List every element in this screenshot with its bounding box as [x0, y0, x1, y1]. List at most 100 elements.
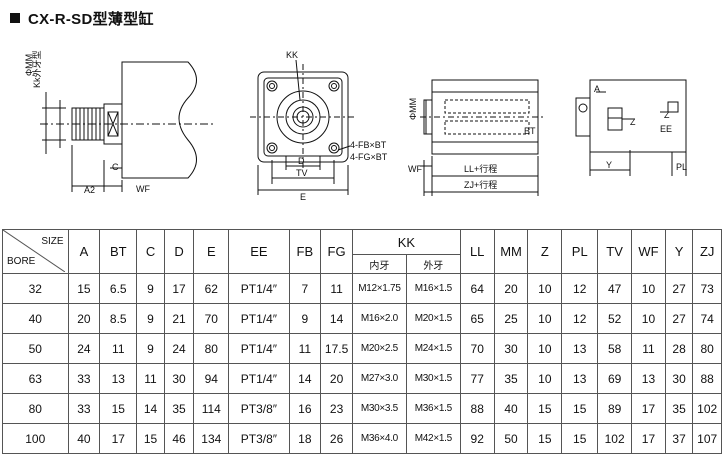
table-cell-fb: 9: [288, 303, 322, 334]
label-side-wf: WF: [136, 184, 150, 194]
label-front-tv: TV: [296, 168, 308, 178]
table-cell-ll: 64: [459, 273, 495, 304]
table-cell-tv: 102: [597, 423, 633, 454]
label-end-pl: PL: [676, 162, 687, 172]
table-cell-bore: 100: [2, 423, 69, 454]
table-cell-c: 9: [136, 333, 165, 364]
table-cell-kk-out: M36×1.5: [405, 393, 461, 424]
side-view-drawing: [40, 61, 215, 192]
table-cell-tv: 47: [597, 273, 633, 304]
label-side-kk: Kk外牙型: [31, 50, 42, 88]
col-header-ee: EE: [228, 229, 290, 274]
table-cell-wf: 10: [631, 273, 666, 304]
table-cell-a: 24: [67, 333, 101, 364]
table-cell-pl: 15: [561, 393, 599, 424]
table-cell-z: 15: [527, 423, 563, 454]
label-end-y: Y: [606, 160, 612, 170]
corner-size-label: SIZE: [41, 236, 64, 247]
label-side-a2: A2: [84, 185, 95, 195]
technical-drawing: ΦMM Kk外牙型 C A2 WF KK 4-FB×BT 4-FG×BT D T…: [24, 50, 687, 202]
table-cell-y: 28: [664, 333, 694, 364]
table-cell-fg: 17.5: [320, 333, 353, 364]
table-cell-bt: 17: [99, 423, 138, 454]
table-cell-y: 37: [664, 423, 694, 454]
table-cell-kk-in: M20×2.5: [351, 333, 407, 364]
table-cell-d: 17: [163, 273, 195, 304]
col-header-ll: LL: [459, 229, 495, 274]
table-cell-zj: 74: [692, 303, 722, 334]
table-cell-y: 27: [664, 303, 694, 334]
table-cell-y: 27: [664, 273, 694, 304]
end-view-drawing: [575, 79, 687, 176]
body-view-drawing: [420, 79, 545, 196]
col-header-fg: FG: [320, 229, 353, 274]
table-cell-tv: 58: [597, 333, 633, 364]
table-cell-mm: 20: [493, 273, 529, 304]
table-cell-ee: PT3/8″: [228, 393, 290, 424]
table-cell-bt: 8.5: [99, 303, 138, 334]
table-cell-zj: 80: [692, 333, 722, 364]
table-cell-pl: 13: [561, 363, 599, 394]
label-front-e: E: [300, 192, 306, 202]
table-cell-ll: 65: [459, 303, 495, 334]
table-cell-pl: 12: [561, 273, 599, 304]
table-cell-z: 10: [527, 333, 563, 364]
table-cell-bt: 13: [99, 363, 138, 394]
table-cell-ee: PT1/4″: [228, 363, 290, 394]
table-cell-d: 46: [163, 423, 195, 454]
table-cell-a: 33: [67, 363, 101, 394]
table-cell-fg: 14: [320, 303, 353, 334]
front-view-drawing: [250, 59, 356, 195]
table-cell-e: 134: [193, 423, 230, 454]
table-cell-a: 40: [67, 423, 101, 454]
table-cell-wf: 17: [631, 393, 666, 424]
label-body-zj: ZJ+行程: [464, 179, 497, 190]
col-header-tv: TV: [597, 229, 633, 274]
table-cell-mm: 50: [493, 423, 529, 454]
table-cell-e: 70: [193, 303, 230, 334]
table-cell-mm: 25: [493, 303, 529, 334]
table-cell-mm: 40: [493, 393, 529, 424]
table-cell-wf: 11: [631, 333, 666, 364]
table-cell-d: 35: [163, 393, 195, 424]
table-cell-fb: 18: [288, 423, 322, 454]
table-cell-zj: 107: [692, 423, 722, 454]
table-cell-pl: 12: [561, 303, 599, 334]
table-cell-kk-out: M16×1.5: [405, 273, 461, 304]
table-cell-a: 20: [67, 303, 101, 334]
table-cell-fg: 23: [320, 393, 353, 424]
table-cell-ee: PT1/4″: [228, 333, 290, 364]
label-front-fg: 4-FG×BT: [350, 152, 388, 162]
bullet-square-icon: [10, 13, 20, 23]
table-cell-z: 10: [527, 273, 563, 304]
table-cell-wf: 13: [631, 363, 666, 394]
col-header-zj: ZJ: [692, 229, 722, 274]
table-cell-c: 9: [136, 273, 165, 304]
table-cell-tv: 89: [597, 393, 633, 424]
table-cell-bore: 80: [2, 393, 69, 424]
label-side-c: C: [112, 162, 119, 172]
table-cell-wf: 10: [631, 303, 666, 334]
label-body-phi-mm: ΦMM: [408, 98, 418, 120]
table-cell-ll: 88: [459, 393, 495, 424]
table-cell-c: 14: [136, 393, 165, 424]
table-cell-a: 33: [67, 393, 101, 424]
table-corner-header: SIZE BORE: [2, 229, 69, 274]
table-cell-kk-in: M12×1.75: [351, 273, 407, 304]
table-cell-fg: 26: [320, 423, 353, 454]
table-cell-fg: 11: [320, 273, 353, 304]
col-header-bt: BT: [99, 229, 138, 274]
table-cell-kk-in: M16×2.0: [351, 303, 407, 334]
table-cell-fb: 16: [288, 393, 322, 424]
table-cell-bt: 11: [99, 333, 138, 364]
table-cell-z: 15: [527, 393, 563, 424]
table-cell-zj: 88: [692, 363, 722, 394]
table-cell-tv: 69: [597, 363, 633, 394]
table-cell-ee: PT3/8″: [228, 423, 290, 454]
col-header-c: C: [136, 229, 165, 274]
table-cell-tv: 52: [597, 303, 633, 334]
table-cell-ee: PT1/4″: [228, 273, 290, 304]
